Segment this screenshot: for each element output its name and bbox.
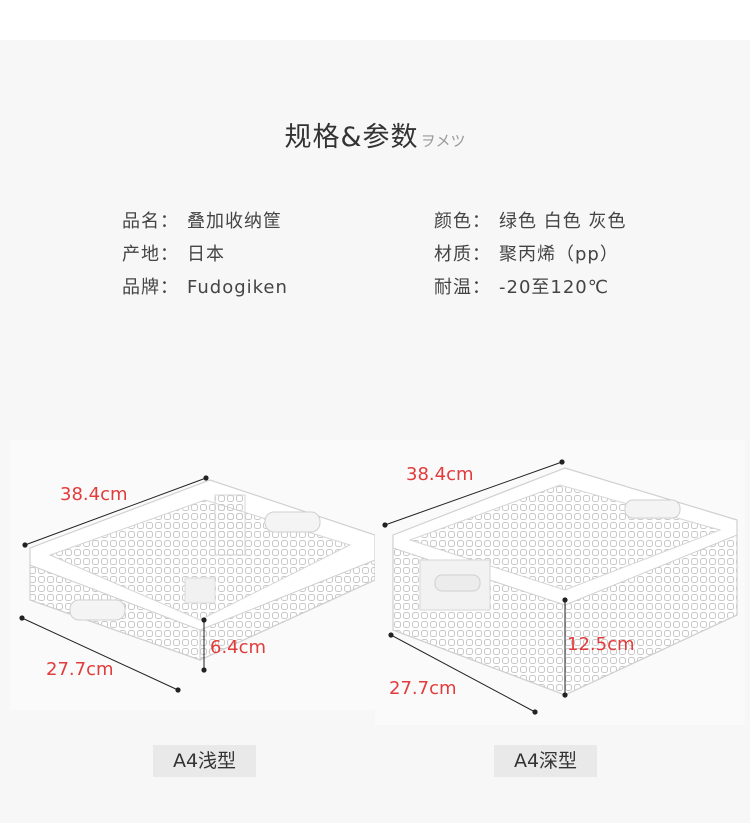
shallow-height-dimension: 6.4cm	[210, 637, 267, 658]
shallow-basket-image: 38.4cm 27.7cm 6.4cm	[10, 440, 380, 710]
spec-brand: 品牌：Fudogiken	[122, 277, 288, 298]
deep-width-dimension: 27.7cm	[389, 678, 457, 699]
spec-material: 材质：聚丙烯（pp）	[434, 244, 619, 265]
heading-main: 规格&参数	[284, 122, 419, 153]
deep-height-dimension: 12.5cm	[567, 634, 635, 655]
spec-temp: 耐温：-20至120℃	[434, 277, 609, 298]
spec-heading: 规格&参数ヲメツ	[0, 115, 750, 154]
deep-basket-drawing	[382, 459, 738, 715]
spec-origin: 产地：日本	[122, 244, 225, 265]
shallow-width-dimension: 27.7cm	[46, 659, 114, 680]
deep-length-dimension: 38.4cm	[406, 464, 474, 485]
heading-sub: ヲメツ	[420, 132, 466, 150]
spec-color: 颜色：绿色 白色 灰色	[434, 211, 627, 232]
spec-name: 品名：叠加收纳筐	[122, 211, 282, 232]
shallow-label: A4浅型	[153, 745, 256, 777]
deep-label: A4深型	[494, 745, 597, 777]
shallow-basket-drawing	[19, 475, 376, 693]
deep-basket-image: 38.4cm 27.7cm 12.5cm	[375, 440, 745, 725]
shallow-length-dimension: 38.4cm	[60, 484, 128, 505]
